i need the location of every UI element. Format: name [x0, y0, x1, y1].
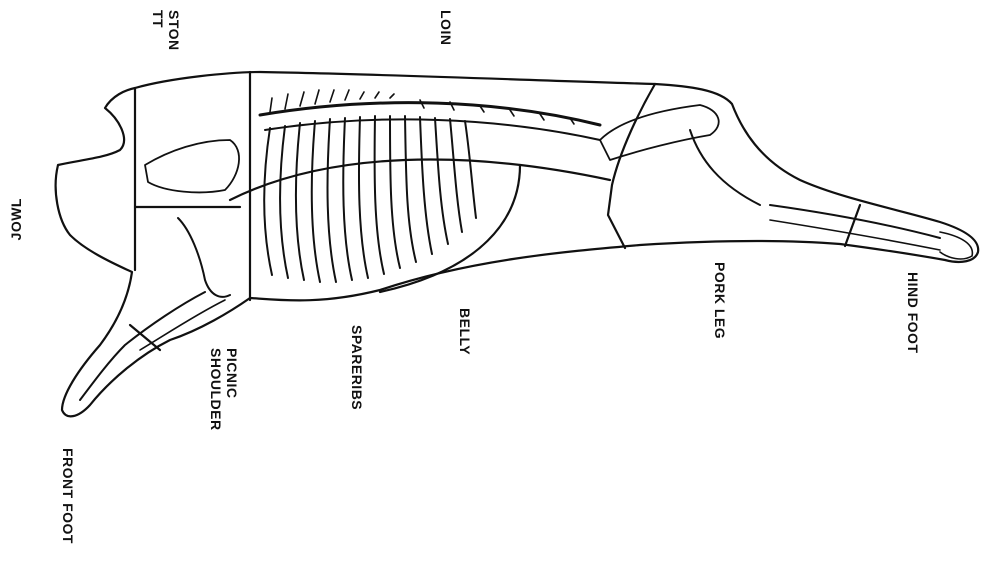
pelvis — [600, 105, 719, 160]
belly-curve — [380, 165, 520, 292]
label-loin: LOIN — [438, 10, 454, 45]
label-hind-foot: HIND FOOT — [905, 272, 921, 354]
label-picnic-shoulder: PICNIC SHOULDER — [208, 348, 240, 431]
hoof — [940, 232, 972, 259]
label-belly: BELLY — [457, 308, 473, 355]
scapula — [145, 140, 239, 192]
ribs — [264, 116, 476, 282]
spine — [260, 103, 600, 125]
label-boston-butt: STON TT — [150, 10, 182, 51]
label-front-foot: FRONT FOOT — [60, 448, 76, 544]
ham-line — [608, 84, 655, 248]
label-pork-leg: PORK LEG — [712, 262, 728, 339]
loin-belly-line — [230, 160, 610, 200]
label-jowl: JOWL — [8, 198, 24, 240]
humerus — [178, 218, 230, 297]
hindfoot-line — [845, 205, 860, 246]
label-spareribs: SPARERIBS — [349, 325, 365, 410]
femur — [690, 130, 760, 205]
